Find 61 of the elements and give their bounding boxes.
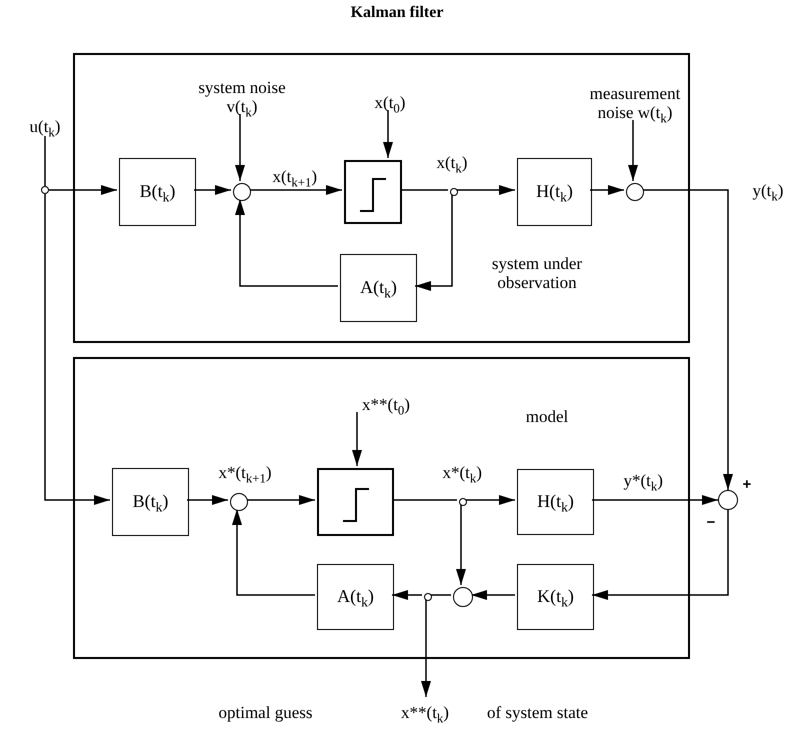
- signal-name: optimal guess: [218, 703, 314, 722]
- branch-point: [41, 186, 49, 194]
- branch-point: [450, 188, 458, 196]
- signal-arrow: [415, 194, 453, 291]
- block-box: [517, 469, 594, 535]
- summing-junction: [230, 493, 248, 511]
- delay-block: [317, 468, 394, 536]
- signal-arrow: [232, 509, 315, 596]
- signal-arrow: [187, 495, 228, 505]
- signal-arrow: [590, 185, 624, 195]
- signal-name: u(t$_{k}$): [28, 117, 62, 136]
- signal-arrow: [628, 120, 638, 181]
- signal-arrow: [592, 495, 718, 505]
- signal-name: system noise v(t$_{k}$): [197, 78, 287, 116]
- summing-junction: [626, 183, 644, 201]
- block-label: B(t$_{k}$): [138, 182, 176, 201]
- block-label: A(t$_{k}$): [359, 278, 398, 297]
- block-box: [317, 564, 394, 630]
- summing-junction: [453, 587, 473, 607]
- signal-arrow: [471, 590, 515, 600]
- branch-point: [424, 593, 432, 601]
- block-label: K(t$_{k}$): [536, 587, 575, 606]
- signal-arrow: [246, 495, 315, 505]
- block-box: [517, 158, 592, 226]
- signal-arrow: [642, 189, 733, 490]
- block-label: A(t$_{k}$): [336, 587, 375, 606]
- block-label: B(t$_{k}$): [132, 492, 170, 511]
- signal-arrow: [235, 114, 245, 181]
- block-box: [340, 254, 417, 322]
- signal-arrow: [456, 185, 515, 195]
- block-box: [517, 564, 594, 630]
- block-label: H(t$_{k}$): [535, 182, 574, 201]
- signal-arrow: [49, 185, 117, 195]
- panel-title: model: [524, 407, 570, 426]
- signal-arrow: [352, 412, 362, 466]
- signal-arrow: [392, 590, 422, 600]
- signal-name: x(t$_{0}$): [374, 93, 406, 112]
- signal-arrow: [194, 185, 231, 195]
- branch-point: [459, 498, 467, 506]
- signal-arrow: [465, 495, 515, 505]
- signal-arrow: [456, 504, 466, 585]
- signal-name: x**(t$_{0}$): [361, 395, 411, 414]
- panel-title: system under observation: [490, 254, 584, 292]
- signal-arrow: [592, 510, 729, 600]
- system-panel: [73, 357, 690, 659]
- diagram-title: Kalman filter: [350, 4, 444, 22]
- signal-arrow: [421, 599, 431, 697]
- signal-arrow: [249, 185, 342, 195]
- block-box: [112, 468, 189, 536]
- system-panel: [73, 53, 690, 343]
- signal-arrow: [44, 194, 110, 505]
- delay-block: [344, 160, 402, 224]
- signal-arrow: [383, 110, 393, 158]
- signal-name: x**(t$_{k}$): [400, 703, 450, 722]
- summing-junction: [233, 183, 251, 201]
- signal-arrow: [235, 199, 338, 287]
- signal-name: of system state: [486, 703, 590, 722]
- block-box: [119, 158, 196, 226]
- signal-name: measurement noise w(t$_{k}$): [588, 84, 682, 122]
- summing-junction: [718, 490, 738, 510]
- block-label: H(t$_{k}$): [536, 492, 575, 511]
